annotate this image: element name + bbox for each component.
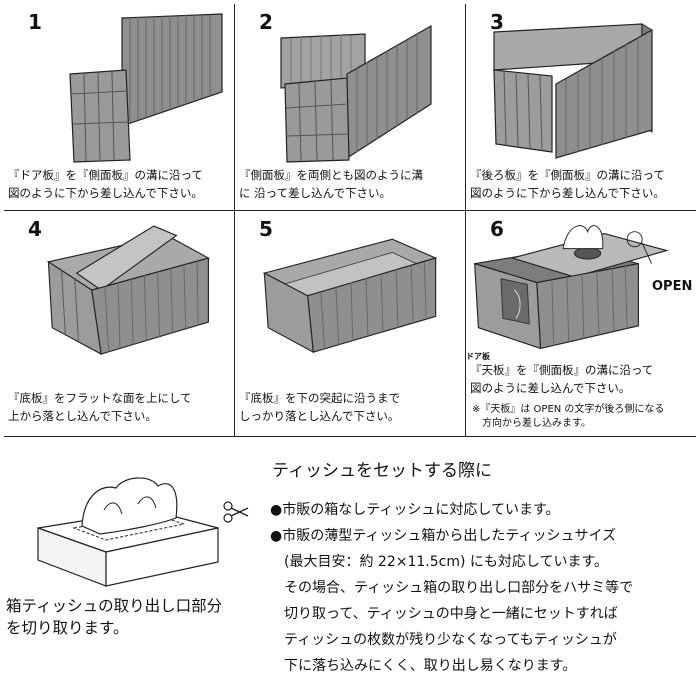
step-caption: 『側面板』を両側とも図のように溝 に 沿って差し込んで下さい。 — [239, 168, 423, 200]
step-6-illustration — [474, 225, 669, 350]
step-1-illustration — [69, 13, 223, 163]
grid-divider — [4, 436, 696, 437]
step-number: 4 — [28, 217, 42, 241]
step-2: 2 『側面板』を両側とも図のように溝 に 沿って — [235, 4, 465, 220]
step-2-illustration — [280, 24, 432, 163]
step-4-illustration — [46, 225, 210, 356]
step-caption: 『後ろ板』を『側面板』の溝に沿って 図のように下から差し込んで下さい。 — [470, 168, 665, 200]
grid-divider — [465, 4, 466, 436]
step-number: 1 — [28, 10, 42, 34]
tissue-section-title: ティッシュをセットする際に — [272, 461, 492, 481]
step-caption: 『底板』を下の突起に沿うまで しっかり落とし込んで下さい。 — [239, 391, 400, 423]
cut-caption: 箱ティッシュの取り出し口部分 を切り取ります。 — [6, 597, 223, 637]
step-1: 1 『ドア板』を『側面板』の溝に沿って 図のように下から差し込んで下さい。 — [4, 4, 234, 220]
step-5: 5 『底板』を下の突起に沿うまで しっかり落とし込んで下さい。 — [235, 211, 465, 427]
step-3: 3 『後ろ板』を『側面板』の溝に沿って 図のように下から差し込んで下さい。 — [466, 4, 696, 220]
step-note: ※『天板』は OPEN の文字が後ろ側になる 方向から差し込みます。 — [472, 404, 665, 429]
instruction-grid: 1 『ドア板』を『側面板』の溝に沿って 図のように下から差し込んで下さい。 — [4, 4, 696, 437]
grid-divider — [234, 4, 235, 436]
door-panel-label: ドア板 — [466, 352, 490, 361]
step-4: 4 『底板』をフラットな面を上にして 上から落とし込んで下さい。 — [4, 211, 234, 427]
step-caption: 『天板』を『側面板』の溝に沿って 図のように差し込んで下さい。 — [470, 363, 654, 395]
bullet-2: ●市販の薄型ティッシュ箱から出したティッシュサイズ (最大目安：約 22×11.… — [270, 528, 634, 674]
step-5-illustration — [262, 238, 438, 354]
step-number: 6 — [490, 217, 504, 241]
step-number: 2 — [259, 10, 273, 34]
tissue-box-illustration — [37, 477, 249, 587]
bullet-1: ●市販の箱なしティッシュに対応しています。 — [270, 502, 560, 518]
step-3-illustration — [493, 23, 653, 159]
scissors-icon — [223, 501, 249, 523]
step-caption: 『ドア板』を『側面板』の溝に沿って 図のように下から差し込んで下さい。 — [8, 168, 203, 200]
step-caption: 『底板』をフラットな面を上にして 上から落とし込んで下さい。 — [8, 391, 192, 423]
step-number: 3 — [490, 10, 504, 34]
step-number: 5 — [259, 217, 273, 241]
step-6: 6 OPEN ドア板 『天板』を『側面板』の溝に沿って 図のように差し込んで下さ… — [466, 211, 696, 429]
open-label: OPEN — [652, 279, 693, 294]
grid-divider — [4, 210, 696, 211]
